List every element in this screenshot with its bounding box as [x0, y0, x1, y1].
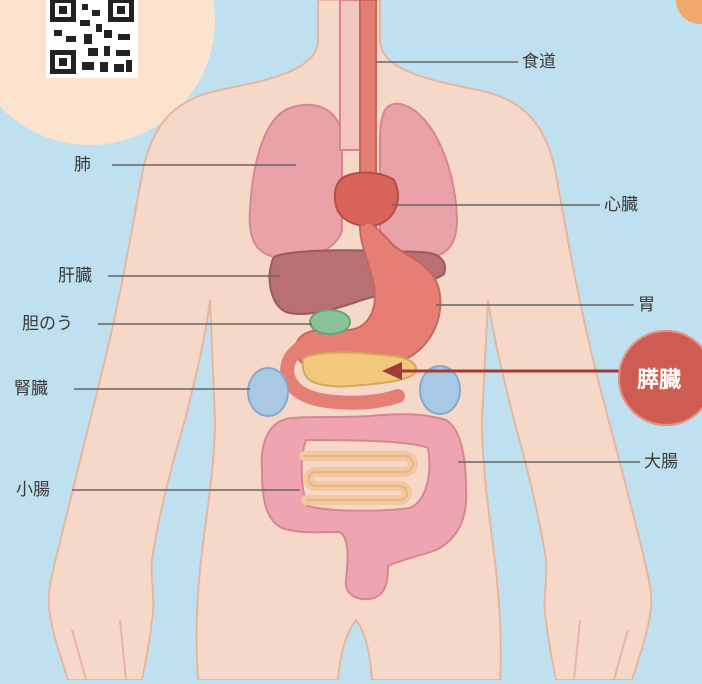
label-large-intestine: 大腸: [644, 452, 678, 472]
label-stomach: 胃: [638, 295, 655, 315]
qr-code-icon: [46, 0, 138, 78]
gallbladder-organ: [310, 310, 350, 334]
label-heart: 心臓: [604, 195, 638, 215]
right-kidney: [420, 366, 460, 414]
label-esophagus: 食道: [522, 52, 556, 72]
left-kidney: [248, 368, 288, 416]
label-lungs: 肺: [74, 155, 91, 175]
label-kidney: 腎臓: [14, 379, 48, 399]
label-liver: 肝臓: [58, 266, 92, 286]
label-gallbladder: 胆のう: [22, 314, 73, 334]
heart-organ: [335, 173, 398, 226]
label-pancreas: 膵臓: [637, 362, 681, 394]
label-small-intestine: 小腸: [16, 480, 50, 500]
corner-orange-dot: [676, 0, 702, 24]
trachea: [340, 0, 362, 150]
